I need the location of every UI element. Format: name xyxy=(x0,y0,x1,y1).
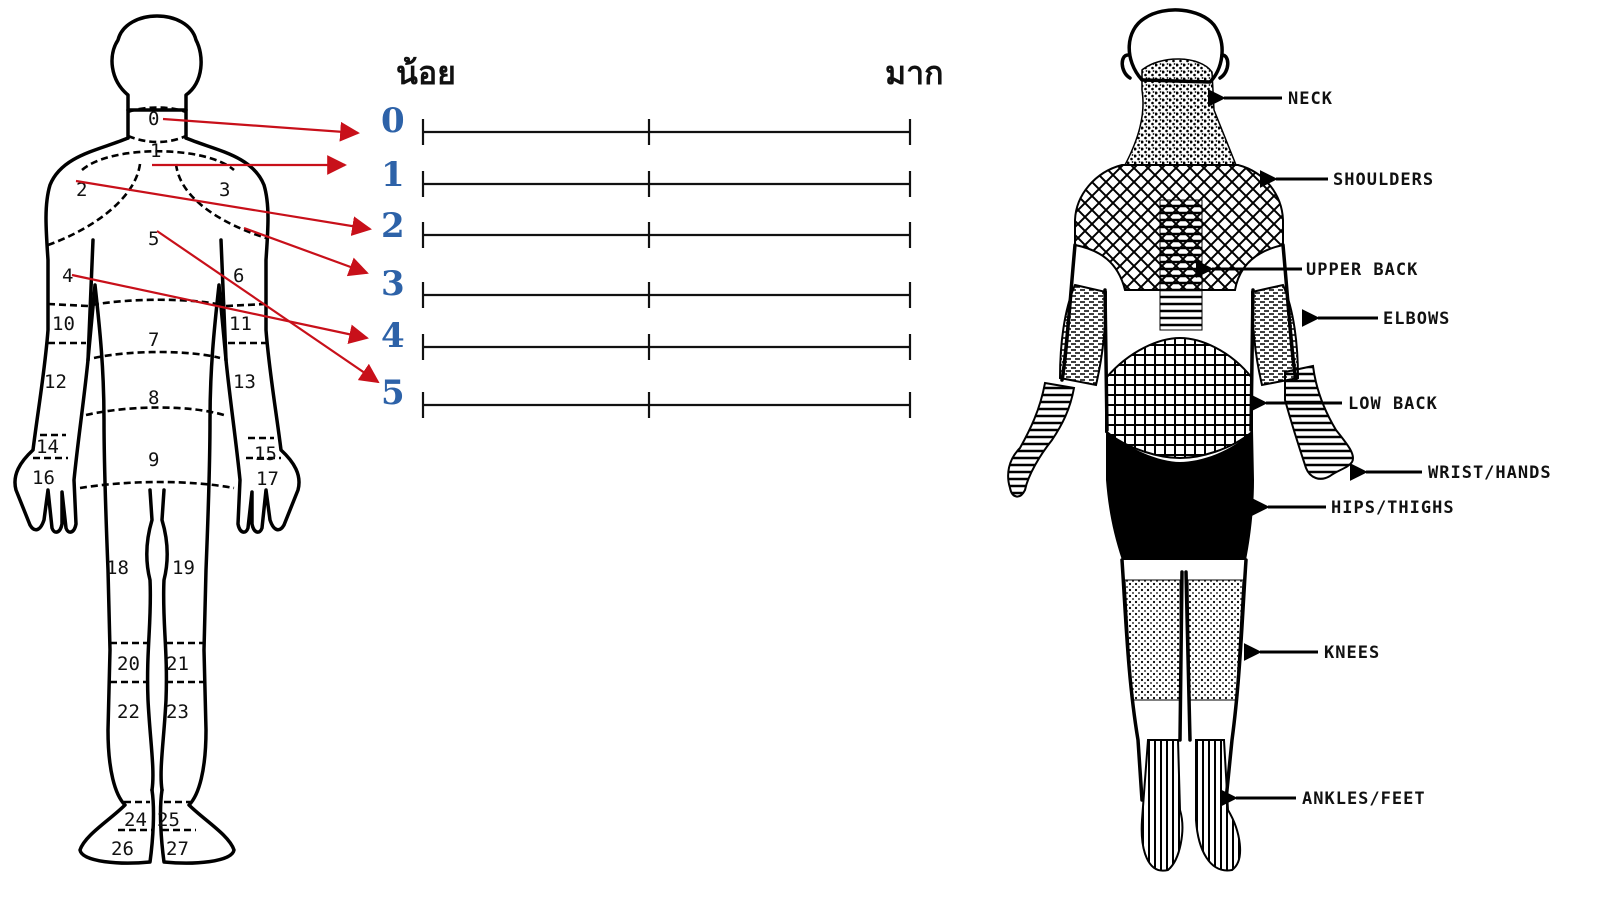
region-number: 10 xyxy=(52,313,75,335)
left-elbow-region-fill xyxy=(1060,285,1106,385)
region-number: 17 xyxy=(256,468,279,490)
region-number: 16 xyxy=(32,467,55,489)
region-number: 9 xyxy=(148,449,159,471)
region-number: 21 xyxy=(166,653,189,675)
region-number: 22 xyxy=(117,701,140,723)
wrist-hands-label: WRIST/HANDS xyxy=(1428,463,1552,483)
ankles-feet-region-fill xyxy=(1142,740,1240,871)
low-back-region-fill xyxy=(1106,338,1252,458)
region-number: 8 xyxy=(148,387,159,409)
body-outline-left xyxy=(15,138,154,863)
low-back-label: LOW BACK xyxy=(1348,394,1438,414)
right-wrist-hand-region-fill xyxy=(1285,366,1353,479)
region-number: 20 xyxy=(117,653,140,675)
right-body-figure xyxy=(1008,10,1353,871)
region-number: 25 xyxy=(157,809,180,831)
scale-low-label: น้อย xyxy=(396,54,456,92)
connector-arrow-0 xyxy=(163,119,358,133)
scale-level-3: 3 xyxy=(381,264,405,304)
head-outline xyxy=(112,16,201,110)
scale-line-3[interactable] xyxy=(423,282,910,308)
region-number: 23 xyxy=(166,701,189,723)
region-number: 12 xyxy=(44,371,67,393)
knees-region-fill xyxy=(1125,580,1243,700)
scale-level-4: 4 xyxy=(381,316,405,356)
region-number: 14 xyxy=(36,436,59,458)
region-number: 4 xyxy=(62,265,73,287)
region-number: 15 xyxy=(254,443,277,465)
left-body-figure: 0 1 2 3 4 5 6 7 8 9 10 11 12 13 14 15 16… xyxy=(15,16,299,863)
rating-scale: น้อย มาก 0 1 2 3 4 5 xyxy=(381,54,943,418)
scale-level-0: 0 xyxy=(381,101,405,141)
scale-line-4[interactable] xyxy=(423,334,910,360)
scale-line-2[interactable] xyxy=(423,222,910,248)
scale-line-5[interactable] xyxy=(423,392,910,418)
region-number-labels: 0 1 2 3 4 5 6 7 8 9 10 11 12 13 14 15 16… xyxy=(32,108,279,860)
hips-thighs-label: HIPS/THIGHS xyxy=(1331,498,1455,518)
inner-leg-lines xyxy=(147,490,167,790)
scale-level-1: 1 xyxy=(381,155,405,195)
region-number: 3 xyxy=(219,179,230,201)
region-number: 11 xyxy=(229,313,252,335)
knees-label: KNEES xyxy=(1324,643,1380,663)
neck-region-fill xyxy=(1125,59,1236,165)
region-number: 1 xyxy=(150,140,161,162)
region-number: 24 xyxy=(124,809,147,831)
scale-level-5: 5 xyxy=(381,373,405,413)
neck-label: NECK xyxy=(1288,89,1333,109)
upper-back-label: UPPER BACK xyxy=(1306,260,1418,280)
region-number: 7 xyxy=(148,329,159,351)
ankles-feet-label: ANKLES/FEET xyxy=(1302,789,1426,809)
scale-line-0[interactable] xyxy=(423,119,910,145)
scale-high-label: มาก xyxy=(885,54,943,92)
region-number: 27 xyxy=(166,838,189,860)
scale-line-1[interactable] xyxy=(423,171,910,197)
upper-back-spine-fill xyxy=(1160,200,1202,330)
region-number: 18 xyxy=(106,557,129,579)
elbows-label: ELBOWS xyxy=(1383,309,1450,329)
shoulders-label: SHOULDERS xyxy=(1333,170,1434,190)
connector-arrow-3 xyxy=(244,228,367,273)
scale-level-2: 2 xyxy=(381,206,405,246)
region-number: 26 xyxy=(111,838,134,860)
left-wrist-hand-region-fill xyxy=(1008,383,1074,497)
region-number: 13 xyxy=(233,371,256,393)
region-number: 0 xyxy=(148,108,159,130)
region-number: 19 xyxy=(172,557,195,579)
